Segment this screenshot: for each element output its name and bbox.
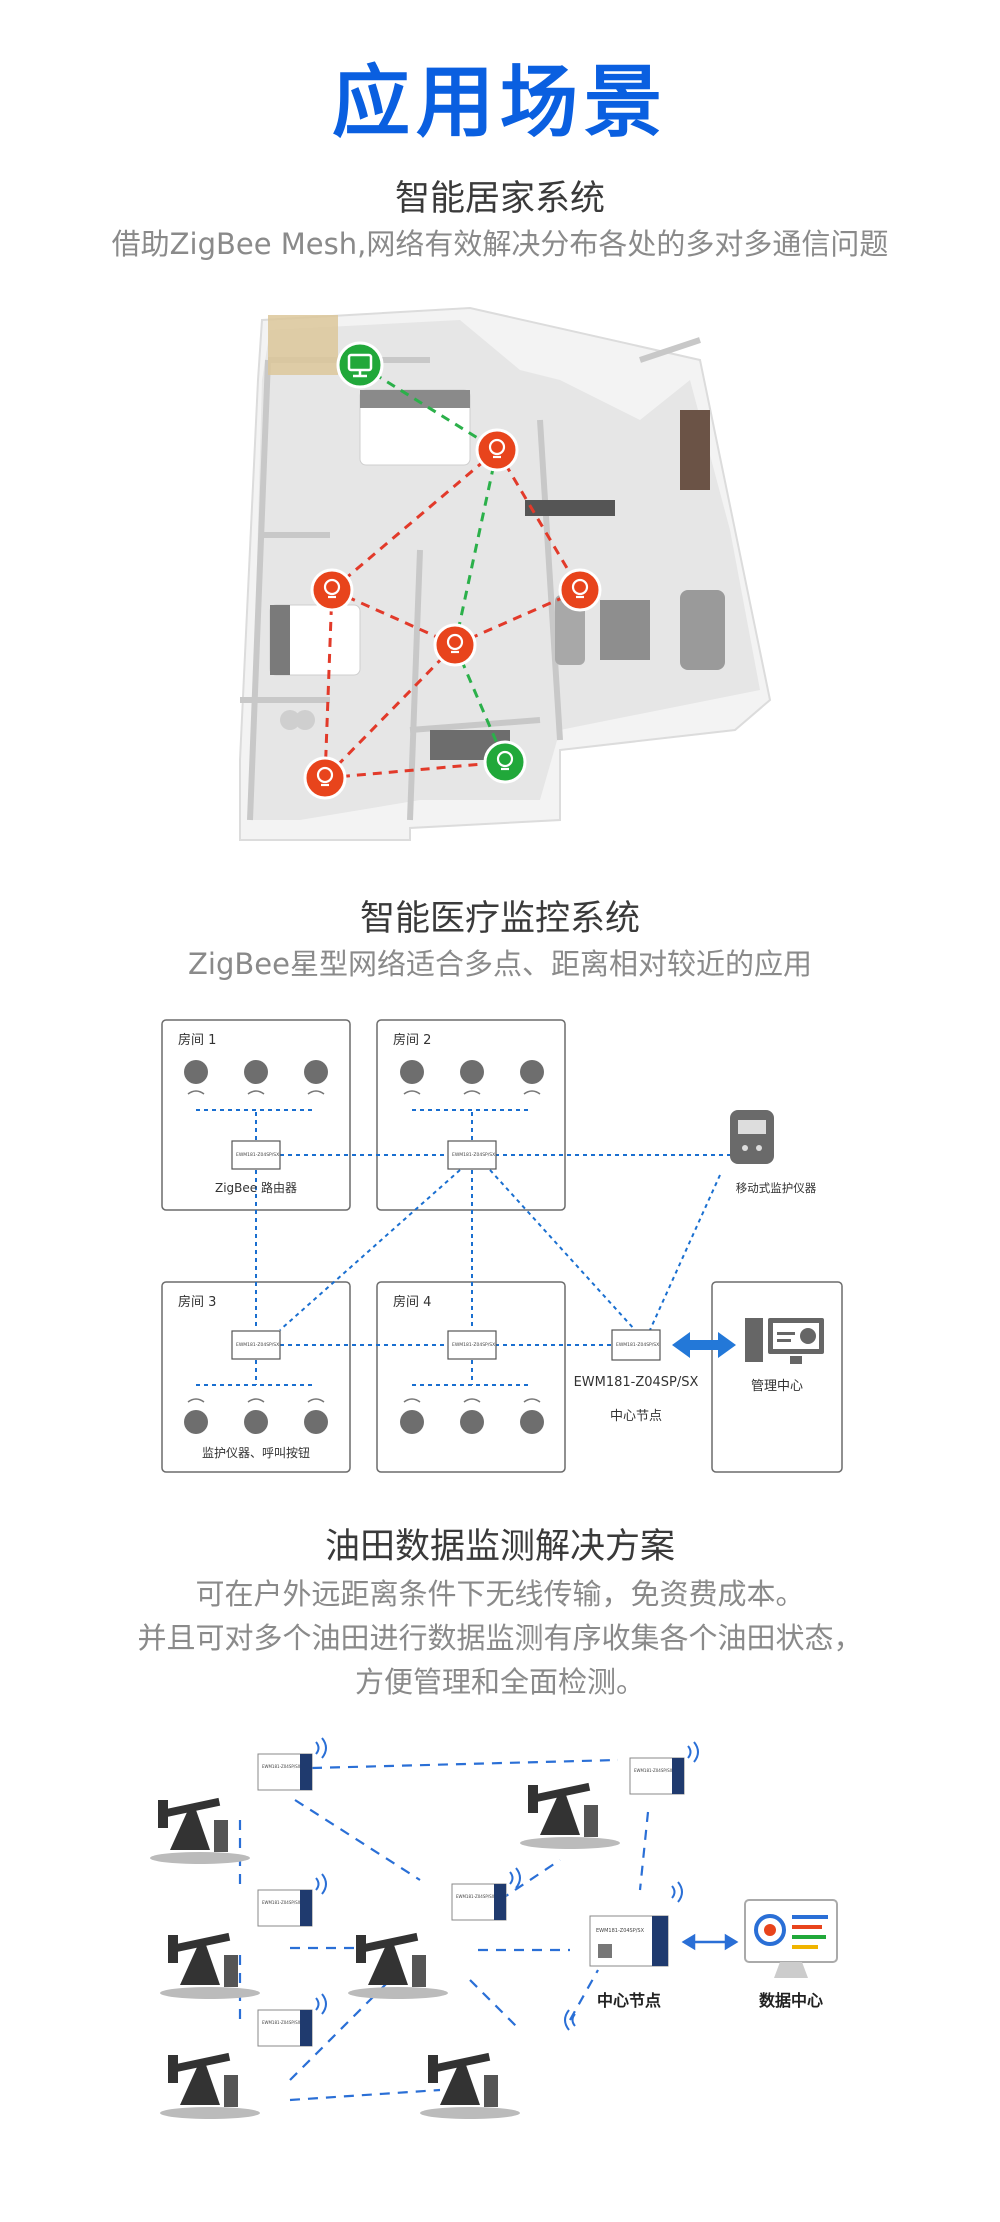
svg-text:EWM181-Z04SP/SX: EWM181-Z04SP/SX	[262, 2020, 301, 2025]
room-label: 房间 3	[178, 1294, 216, 1310]
node-bulb	[310, 568, 354, 612]
center-node-label: 中心节点	[597, 1991, 661, 2010]
svg-text:EWM181-Z04SP/SX: EWM181-Z04SP/SX	[456, 1894, 495, 1899]
bell-icon	[244, 1060, 268, 1084]
device-label: 监护仪器、呼叫按钮	[202, 1445, 310, 1460]
svg-text:EWM181-Z04SP/SX: EWM181-Z04SP/SX	[596, 1928, 645, 1934]
center-module: EWM181-Z04SP/SX	[611, 1329, 661, 1361]
management-label: 管理中心	[751, 1379, 803, 1394]
bell-icon	[304, 1410, 328, 1434]
data-center-monitor-icon	[744, 1899, 838, 1978]
sofa-right	[680, 590, 725, 670]
bell-icon	[304, 1060, 328, 1084]
sofa-left	[555, 595, 585, 665]
center-node-module: EWM181-Z04SP/SX	[589, 1915, 669, 1967]
oilfield-subtitle-line: 并且可对多个油田进行数据监测有序收集各个油田状态，	[137, 1621, 863, 1655]
bell-icon	[400, 1060, 424, 1084]
page-title: 应用场景	[331, 58, 668, 148]
router-module: EWM181-Z04SP/SX	[447, 1330, 497, 1360]
node-monitor	[336, 341, 384, 389]
svg-text:EWM181-Z04SP/SX: EWM181-Z04SP/SX	[616, 1342, 659, 1348]
svg-text:EWM181-Z04SP/SX: EWM181-Z04SP/SX	[452, 1342, 495, 1348]
bed-left	[269, 604, 361, 676]
plant-pot	[295, 710, 315, 730]
bell-icon	[184, 1410, 208, 1434]
mobile-monitor-icon	[730, 1110, 774, 1164]
medical-diagram: 房间 1 房间 2 房间 3 房间 4	[161, 1019, 843, 1473]
curtain	[268, 315, 338, 375]
svg-text:EWM181-Z04SP/SX: EWM181-Z04SP/SX	[634, 1768, 673, 1773]
wireless-module: EWM181-Z04SP/SX	[451, 1883, 507, 1921]
bell-icon	[400, 1410, 424, 1434]
data-center-label: 数据中心	[759, 1991, 823, 2010]
bed-top	[359, 389, 471, 466]
node-bulb	[558, 568, 602, 612]
room-label: 房间 2	[393, 1032, 431, 1048]
svg-text:EWM181-Z04SP/SX: EWM181-Z04SP/SX	[236, 1342, 279, 1348]
bidirectional-arrow-icon	[672, 1332, 736, 1358]
node-bulb	[303, 756, 347, 800]
mobile-monitor-label: 移动式监护仪器	[736, 1181, 817, 1195]
door-panel	[680, 410, 710, 490]
svg-text:EWM181-Z04SP/SX: EWM181-Z04SP/SX	[262, 1900, 301, 1905]
wifi-icon-group	[315, 1737, 699, 2031]
wireless-module: EWM181-Z04SP/SX	[257, 2009, 313, 2047]
bell-icon	[520, 1060, 544, 1084]
node-bulb-green	[483, 740, 527, 784]
center-model-label: EWM181-Z04SP/SX	[574, 1375, 699, 1390]
bidirectional-arrow-icon	[681, 1933, 739, 1951]
bell-icon	[244, 1410, 268, 1434]
mesh-links-red	[323, 448, 582, 780]
bell-icon	[460, 1410, 484, 1434]
svg-text:EWM181-Z04SP/SX: EWM181-Z04SP/SX	[236, 1152, 279, 1158]
node-bulb	[433, 623, 477, 667]
wireless-module: EWM181-Z04SP/SX	[257, 1889, 313, 1927]
router-module: EWM181-Z04SP/SX	[231, 1140, 281, 1170]
smart-home-floorplan	[239, 306, 772, 841]
pump-jack-icon	[150, 1782, 620, 2119]
wireless-module: EWM181-Z04SP/SX	[257, 1753, 313, 1791]
medical-title: 智能医疗监控系统	[359, 899, 640, 939]
bulb-icon	[488, 438, 506, 456]
wireless-module: EWM181-Z04SP/SX	[629, 1757, 685, 1795]
management-box	[711, 1281, 843, 1473]
center-node-label: 中心节点	[610, 1409, 662, 1424]
oilfield-subtitle-line: 可在户外远距离条件下无线传输，免资费成本。	[195, 1577, 805, 1611]
medical-subtitle: ZigBee星型网络适合多点、距离相对较近的应用	[188, 947, 812, 981]
smart-home-title: 智能居家系统	[394, 179, 605, 219]
router-module: EWM181-Z04SP/SX	[231, 1330, 281, 1360]
router-module: EWM181-Z04SP/SX	[447, 1140, 497, 1170]
plant-pot	[280, 710, 300, 730]
smart-home-subtitle: 借助ZigBee Mesh,网络有效解决分布各处的多对多通信问题	[111, 227, 889, 261]
computer-icon	[745, 1318, 824, 1364]
bulb-icon	[446, 633, 464, 651]
node-bulb	[475, 428, 519, 472]
wifi-icon-group	[187, 1090, 541, 1403]
router-label: ZigBee 路由器	[215, 1180, 297, 1195]
room-label: 房间 4	[393, 1294, 431, 1310]
svg-text:EWM181-Z04SP/SX: EWM181-Z04SP/SX	[452, 1152, 495, 1158]
bulb-icon	[496, 750, 514, 768]
star-links	[196, 1109, 735, 1386]
bulb-icon	[316, 766, 334, 784]
oilfield-diagram: EWM181-Z04SP/SX EWM181-Z04SP/SX EWM181-Z…	[150, 1737, 838, 2119]
bulb-icon	[323, 578, 341, 596]
room-label: 房间 1	[178, 1032, 216, 1048]
bell-icon	[460, 1060, 484, 1084]
bell-icon	[184, 1060, 208, 1084]
oilfield-subtitle-line: 方便管理和全面检测。	[354, 1665, 645, 1699]
call-device-group	[184, 1060, 544, 1434]
bulb-icon	[571, 578, 589, 596]
svg-text:EWM181-Z04SP/SX: EWM181-Z04SP/SX	[262, 1764, 301, 1769]
tv-unit	[525, 500, 615, 516]
oilfield-title: 油田数据监测解决方案	[324, 1527, 675, 1567]
sofa-block	[600, 600, 650, 660]
bell-icon	[520, 1410, 544, 1434]
